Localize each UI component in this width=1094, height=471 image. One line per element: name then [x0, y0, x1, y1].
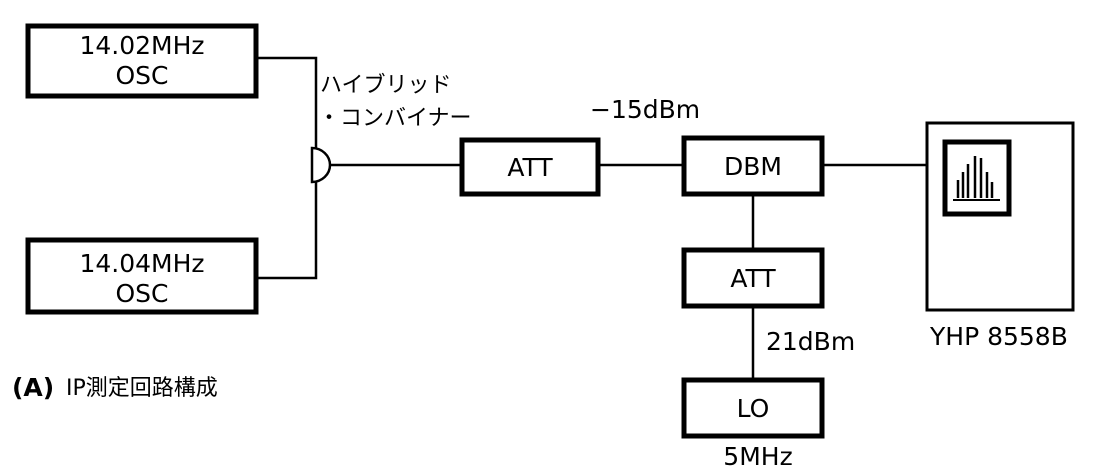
spectrum-lines-icon: [953, 156, 1000, 201]
lo-frequency-label: 5MHz: [723, 442, 792, 471]
osc-1-block: 14.02MHz OSC: [25, 23, 259, 99]
osc-2-wire: [256, 182, 318, 280]
osc-2-block: 14.04MHz OSC: [25, 237, 259, 315]
att-1-block: ATT: [459, 137, 601, 197]
hybrid-combiner-symbol: [310, 146, 332, 184]
dbm-block: DBM: [681, 135, 825, 197]
combiner-label-line-1: ハイブリッド: [320, 73, 452, 98]
dbm-label: DBM: [724, 152, 782, 181]
osc-1-type: OSC: [115, 61, 168, 90]
caption-marker: (A): [12, 373, 54, 402]
osc-1-wire: [256, 56, 318, 148]
analyzer-label: YHP 8558B: [929, 322, 1068, 351]
signal-level-label: −15dBm: [590, 95, 700, 124]
lo-block: LO: [681, 377, 825, 439]
lo-level-label: 21dBm: [766, 327, 855, 356]
osc-2-type: OSC: [115, 279, 168, 308]
att-2-block: ATT: [681, 247, 825, 309]
caption-text: IP測定回路構成: [66, 376, 218, 401]
att-1-label: ATT: [507, 153, 553, 182]
spectrum-analyzer: [925, 121, 1075, 312]
lo-label: LO: [737, 394, 770, 423]
att-2-label: ATT: [730, 264, 776, 293]
osc-2-frequency: 14.04MHz: [79, 249, 204, 278]
combiner-label-line-2: ・コンバイナー: [318, 106, 472, 131]
spectrum-screen-icon: [942, 139, 1012, 217]
osc-1-frequency: 14.02MHz: [79, 31, 204, 60]
